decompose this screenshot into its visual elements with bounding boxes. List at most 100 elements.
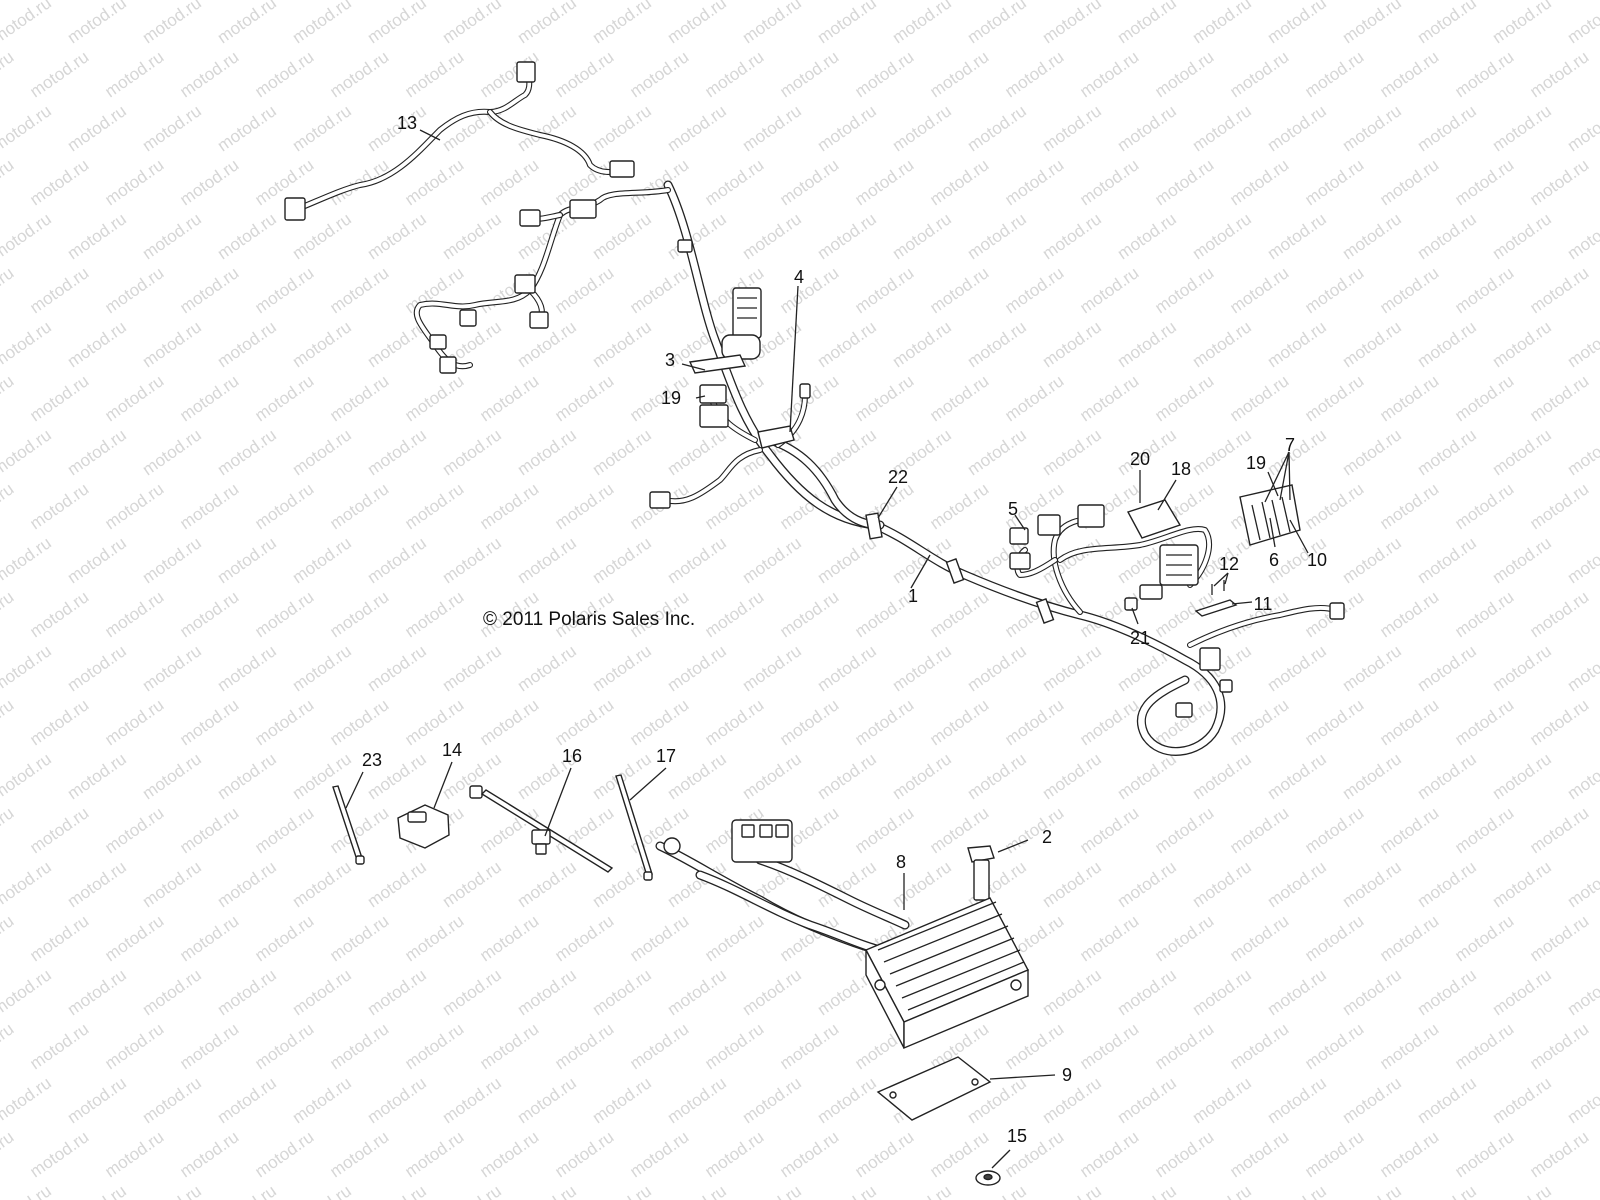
watermark-text: motod.ru <box>1264 317 1330 371</box>
watermark-text: motod.ru <box>1039 0 1105 47</box>
watermark-text: motod.ru <box>1564 1181 1600 1200</box>
watermark-text: motod.ru <box>1039 1181 1105 1200</box>
watermark-text: motod.ru <box>401 587 467 641</box>
watermark-text: motod.ru <box>1114 209 1180 263</box>
watermark-text: motod.ru <box>139 0 205 47</box>
callout-22: 22 <box>888 467 908 487</box>
watermark-text: motod.ru <box>1226 47 1292 101</box>
watermark-text: motod.ru <box>926 587 992 641</box>
watermark-text: motod.ru <box>1301 263 1367 317</box>
watermark-text: motod.ru <box>176 803 242 857</box>
watermark-text: motod.ru <box>364 965 430 1019</box>
watermark-text: motod.ru <box>251 587 317 641</box>
watermark-text: motod.ru <box>1414 317 1480 371</box>
callout-18: 18 <box>1171 459 1191 479</box>
watermark-text: motod.ru <box>64 0 130 47</box>
watermark-text: motod.ru <box>64 1073 130 1127</box>
thermal-pad-9 <box>876 1056 992 1121</box>
watermark-text: motod.ru <box>739 0 805 47</box>
watermark-text: motod.ru <box>326 47 392 101</box>
watermark-text: motod.ru <box>26 911 92 965</box>
watermark-text: motod.ru <box>1001 803 1067 857</box>
watermark-text: motod.ru <box>1376 803 1442 857</box>
watermark-text: motod.ru <box>326 263 392 317</box>
watermark-text: motod.ru <box>1001 47 1067 101</box>
watermark-text: motod.ru <box>0 1073 55 1127</box>
watermark-text: motod.ru <box>664 533 730 587</box>
watermark-text: motod.ru <box>176 47 242 101</box>
watermark-text: motod.ru <box>1526 47 1592 101</box>
watermark-text: motod.ru <box>0 317 55 371</box>
watermark-text: motod.ru <box>139 1181 205 1200</box>
watermark-text: motod.ru <box>514 533 580 587</box>
watermark-text: motod.ru <box>251 47 317 101</box>
watermark-text: motod.ru <box>401 1019 467 1073</box>
watermark-text: motod.ru <box>1564 533 1600 587</box>
watermark-text: motod.ru <box>289 965 355 1019</box>
watermark-text: motod.ru <box>0 263 17 317</box>
watermark-text: motod.ru <box>139 1073 205 1127</box>
watermark-text: motod.ru <box>626 1127 692 1181</box>
callout-7: 7 <box>1285 435 1295 455</box>
watermark-text: motod.ru <box>1451 1127 1517 1181</box>
watermark-text: motod.ru <box>1151 1127 1217 1181</box>
watermark-text: motod.ru <box>1264 1181 1330 1200</box>
watermark-text: motod.ru <box>926 155 992 209</box>
watermark-text: motod.ru <box>289 857 355 911</box>
watermark-text: motod.ru <box>1264 857 1330 911</box>
watermark-text: motod.ru <box>439 965 505 1019</box>
watermark-text: motod.ru <box>851 371 917 425</box>
watermark-text: motod.ru <box>701 47 767 101</box>
watermark-text: motod.ru <box>1339 0 1405 47</box>
watermark-text: motod.ru <box>926 371 992 425</box>
watermark-text: motod.ru <box>926 479 992 533</box>
watermark-text: motod.ru <box>0 587 17 641</box>
watermark-text: motod.ru <box>139 533 205 587</box>
watermark-text: motod.ru <box>1339 641 1405 695</box>
callout-19-right: 19 <box>1246 453 1266 473</box>
watermark-text: motod.ru <box>1564 317 1600 371</box>
watermark-text: motod.ru <box>589 0 655 47</box>
watermark-text: motod.ru <box>1076 803 1142 857</box>
watermark-text: motod.ru <box>251 1019 317 1073</box>
watermark-text: motod.ru <box>26 263 92 317</box>
watermark-text: motod.ru <box>214 209 280 263</box>
watermark-text: motod.ru <box>364 533 430 587</box>
watermark-text: motod.ru <box>964 425 1030 479</box>
watermark-text: motod.ru <box>1189 1181 1255 1200</box>
watermark-text: motod.ru <box>589 1181 655 1200</box>
watermark-text: motod.ru <box>1264 425 1330 479</box>
watermark-text: motod.ru <box>1264 749 1330 803</box>
callout-12: 12 <box>1219 554 1239 574</box>
watermark-text: motod.ru <box>1414 0 1480 47</box>
watermark-text: motod.ru <box>1339 1181 1405 1200</box>
watermark-text: motod.ru <box>401 479 467 533</box>
watermark-text: motod.ru <box>814 749 880 803</box>
watermark-text: motod.ru <box>1451 803 1517 857</box>
watermark-text: motod.ru <box>1376 1127 1442 1181</box>
watermark-text: motod.ru <box>1076 263 1142 317</box>
watermark-text: motod.ru <box>626 47 692 101</box>
watermark-text: motod.ru <box>214 1073 280 1127</box>
watermark-text: motod.ru <box>1489 1073 1555 1127</box>
watermark-text: motod.ru <box>101 803 167 857</box>
watermark-text: motod.ru <box>664 209 730 263</box>
watermark-text: motod.ru <box>289 0 355 47</box>
watermark-text: motod.ru <box>0 911 17 965</box>
watermark-text: motod.ru <box>1039 101 1105 155</box>
watermark-text: motod.ru <box>326 1127 392 1181</box>
watermark-text: motod.ru <box>214 317 280 371</box>
watermark-text: motod.ru <box>701 1019 767 1073</box>
watermark-text: motod.ru <box>439 0 505 47</box>
watermark-text: motod.ru <box>964 101 1030 155</box>
watermark-text: motod.ru <box>1151 803 1217 857</box>
watermark-text: motod.ru <box>514 1073 580 1127</box>
watermark-text: motod.ru <box>364 1181 430 1200</box>
watermark-text: motod.ru <box>476 155 542 209</box>
watermark-text: motod.ru <box>64 965 130 1019</box>
watermark-text: motod.ru <box>889 101 955 155</box>
callout-19-left: 19 <box>661 388 681 408</box>
watermark-text: motod.ru <box>1339 533 1405 587</box>
harness-connectors <box>429 199 811 509</box>
watermark-text: motod.ru <box>476 371 542 425</box>
